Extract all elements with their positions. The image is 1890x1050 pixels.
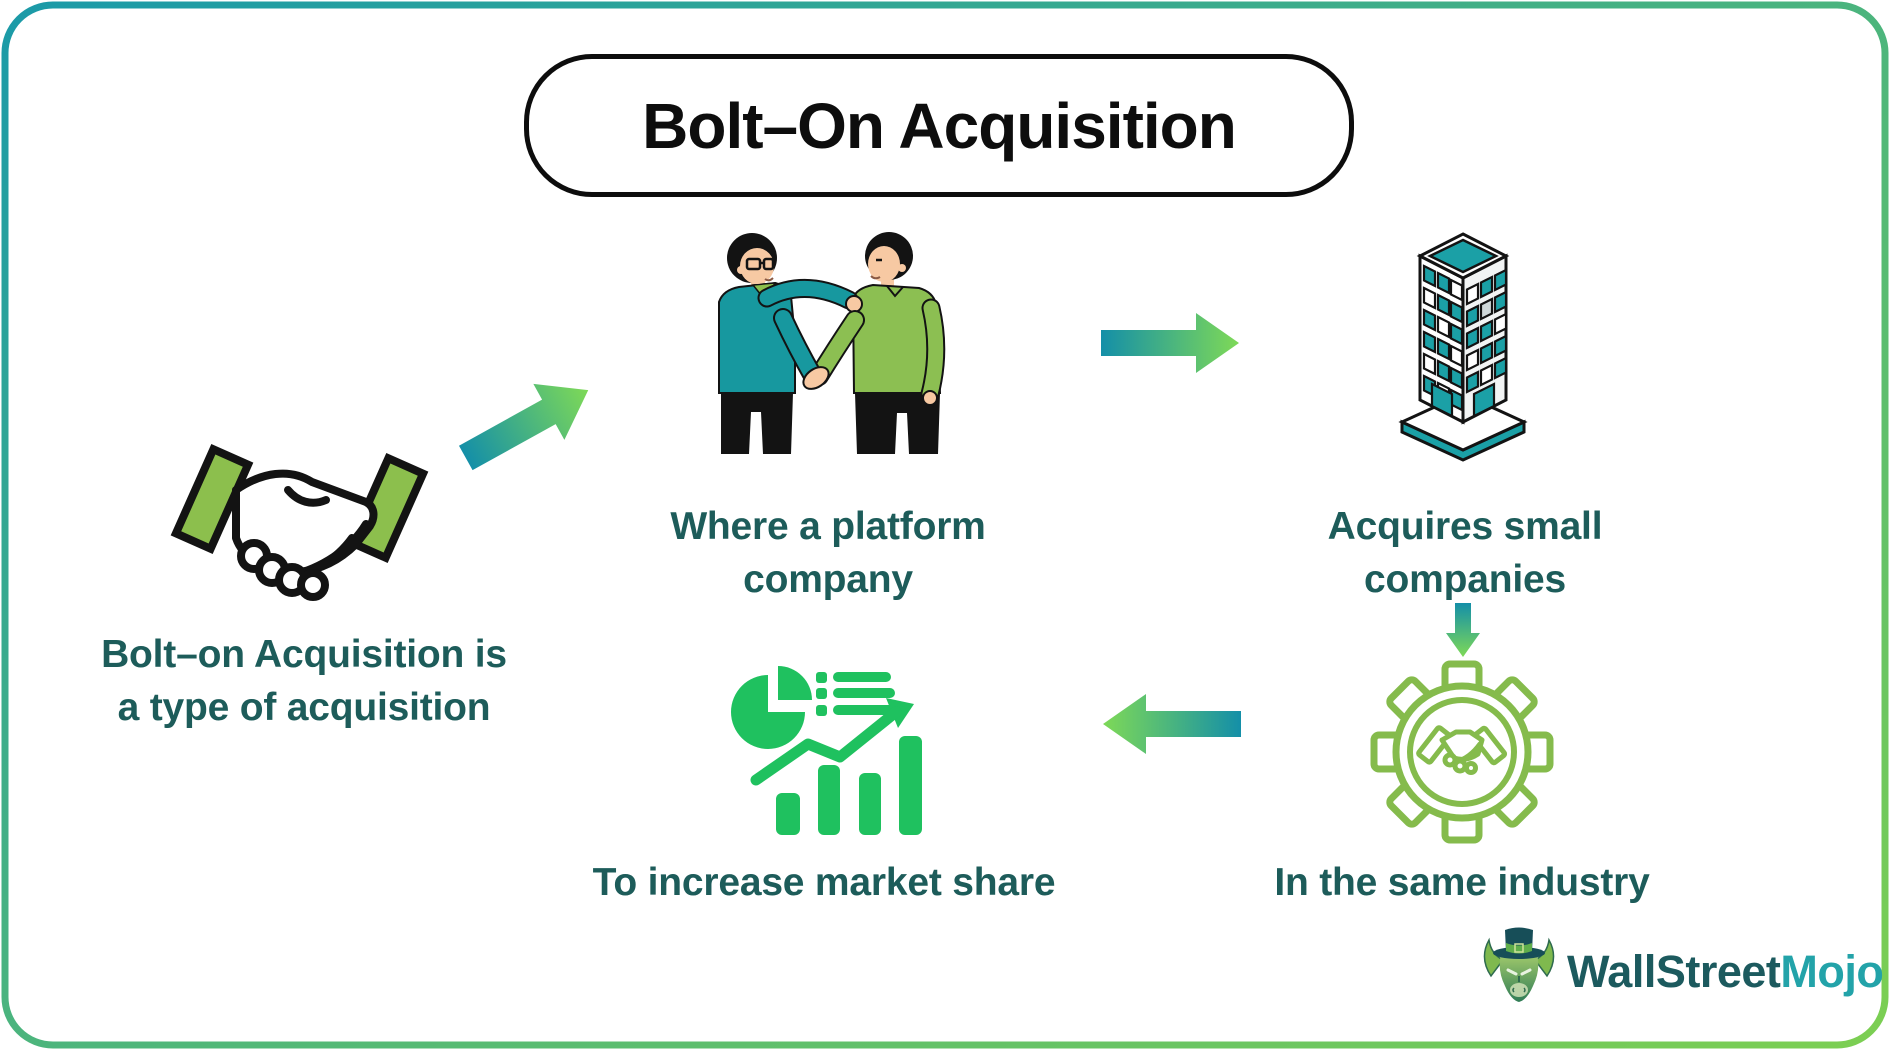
market-growth-chart-icon [731,666,922,835]
arrow-down-icon [1446,603,1480,657]
gear-handshake-icon [1370,660,1554,844]
caption-definition: Bolt–on Acquisition is a type of acquisi… [101,633,507,730]
arrow-left-icon [1103,694,1241,754]
handshake-icon [170,443,429,601]
caption-market: To increase market share [592,861,1056,904]
people-handshake-illustration [718,232,946,454]
arrow-diagonal-icon [458,383,589,471]
office-building-icon [1398,232,1528,462]
caption-acquires: Acquires small companies [1327,505,1603,602]
page-title: Bolt–On Acquisition [642,89,1237,162]
logo-text: WallStreetMojo [1567,946,1884,998]
wallstreetmojo-logo: WallStreetMojo [1481,924,1884,1006]
bull-mascot-icon [1483,927,1555,1002]
logo-text-wallstreet: WallStreet [1567,946,1781,997]
caption-platform: Where a platform company [670,505,986,602]
logo-text-mojo: Mojo [1780,946,1884,997]
caption-industry: In the same industry [1274,861,1650,904]
arrow-right-icon [1101,313,1239,373]
title-pill: Bolt–On Acquisition [524,54,1354,197]
